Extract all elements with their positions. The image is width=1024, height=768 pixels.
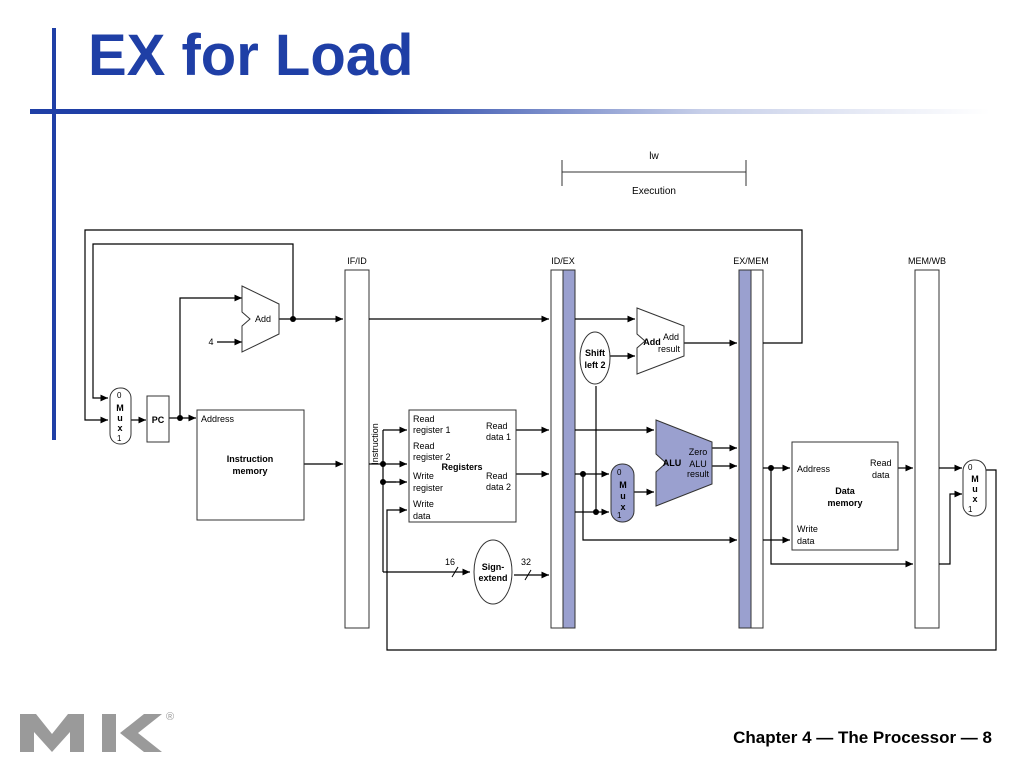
svg-text:Shift: Shift bbox=[585, 348, 605, 358]
svg-text:1: 1 bbox=[617, 511, 622, 520]
sign-extend-output-width: 32 bbox=[521, 557, 531, 567]
svg-text:u: u bbox=[620, 491, 626, 501]
svg-text:Read: Read bbox=[486, 421, 508, 431]
stage-instruction-label: lw bbox=[649, 151, 659, 162]
publisher-logo: ® bbox=[20, 711, 174, 752]
svg-text:M: M bbox=[971, 474, 979, 484]
svg-text:data: data bbox=[413, 511, 431, 521]
ex-mem-label: EX/MEM bbox=[733, 256, 769, 266]
pc-mux: 0 M u x 1 bbox=[109, 387, 132, 445]
svg-text:Add: Add bbox=[663, 332, 679, 342]
program-counter: PC bbox=[146, 395, 170, 443]
svg-text:x: x bbox=[117, 423, 122, 433]
svg-text:ALU: ALU bbox=[663, 458, 682, 468]
svg-text:register 2: register 2 bbox=[413, 452, 451, 462]
register-file: Read register 1 Read register 2 Write re… bbox=[408, 409, 517, 523]
alu-source-mux: 0 M u x 1 bbox=[610, 463, 635, 523]
svg-text:Read: Read bbox=[870, 458, 892, 468]
svg-text:M: M bbox=[116, 403, 124, 413]
svg-text:Write: Write bbox=[413, 499, 434, 509]
svg-text:memory: memory bbox=[232, 466, 267, 476]
instruction-memory: Address Instruction memory bbox=[196, 409, 305, 521]
svg-text:register 1: register 1 bbox=[413, 425, 451, 435]
svg-text:Write: Write bbox=[413, 471, 434, 481]
title-underline bbox=[30, 109, 990, 114]
svg-text:0: 0 bbox=[968, 463, 973, 472]
slide-title: EX for Load bbox=[88, 23, 414, 88]
svg-text:Read: Read bbox=[486, 471, 508, 481]
ex-mem-highlight bbox=[738, 269, 752, 629]
id-ex-label: ID/EX bbox=[551, 256, 575, 266]
svg-text:x: x bbox=[620, 502, 625, 512]
svg-text:Zero: Zero bbox=[689, 447, 708, 457]
svg-text:u: u bbox=[972, 484, 978, 494]
svg-text:result: result bbox=[658, 344, 681, 354]
mem-wb-register bbox=[914, 269, 940, 629]
svg-text:Read: Read bbox=[413, 441, 435, 451]
svg-text:Registers: Registers bbox=[441, 462, 482, 472]
stage-marker: lw Execution bbox=[561, 151, 747, 197]
svg-text:Instruction: Instruction bbox=[227, 454, 274, 464]
branch-adder: Add Add result bbox=[636, 307, 685, 375]
svg-text:data 1: data 1 bbox=[486, 432, 511, 442]
svg-text:ALU: ALU bbox=[689, 459, 707, 469]
id-ex-highlight bbox=[562, 269, 576, 629]
svg-text:data: data bbox=[872, 470, 890, 480]
svg-text:Add: Add bbox=[255, 314, 271, 324]
slide-accent-bar bbox=[52, 28, 56, 440]
if-id-label: IF/ID bbox=[347, 256, 367, 266]
svg-text:extend: extend bbox=[478, 573, 507, 583]
stage-name-label: Execution bbox=[632, 186, 676, 197]
svg-text:Address: Address bbox=[201, 414, 235, 424]
svg-text:result: result bbox=[687, 469, 710, 479]
svg-text:Read: Read bbox=[413, 414, 435, 424]
shift-left-2-unit: Shift left 2 bbox=[579, 331, 611, 385]
if-id-register bbox=[344, 269, 370, 629]
datapath-wires bbox=[84, 229, 997, 651]
svg-text:data 2: data 2 bbox=[486, 482, 511, 492]
svg-text:x: x bbox=[972, 494, 977, 504]
instruction-field-label: Instruction bbox=[370, 423, 380, 465]
svg-text:Write: Write bbox=[797, 524, 818, 534]
svg-text:M: M bbox=[619, 480, 627, 490]
svg-text:data: data bbox=[797, 536, 815, 546]
svg-text:0: 0 bbox=[117, 391, 122, 400]
data-memory: Address Read data Write data Data memory bbox=[791, 441, 899, 551]
alu: ALU Zero ALU result bbox=[655, 419, 713, 507]
svg-text:u: u bbox=[117, 413, 123, 423]
svg-text:Address: Address bbox=[797, 464, 831, 474]
svg-text:1: 1 bbox=[117, 434, 122, 443]
sign-extend-input-width: 16 bbox=[445, 557, 455, 567]
registered-mark: ® bbox=[166, 711, 174, 723]
svg-text:0: 0 bbox=[617, 468, 622, 477]
wire-junctions bbox=[177, 316, 774, 515]
svg-text:register: register bbox=[413, 483, 443, 493]
svg-text:Sign-: Sign- bbox=[482, 562, 505, 572]
slide-footer: Chapter 4 — The Processor — 8 bbox=[733, 728, 992, 747]
writeback-mux: 0 M u x 1 bbox=[962, 459, 987, 517]
svg-text:PC: PC bbox=[152, 415, 165, 425]
mem-wb-label: MEM/WB bbox=[908, 256, 946, 266]
svg-text:Data: Data bbox=[835, 486, 856, 496]
constant-four: 4 bbox=[208, 337, 213, 347]
svg-text:1: 1 bbox=[968, 505, 973, 514]
pc-adder: Add 4 bbox=[208, 285, 280, 353]
svg-text:left 2: left 2 bbox=[584, 360, 605, 370]
svg-text:Add: Add bbox=[643, 337, 661, 347]
sign-extend-unit: Sign- extend 16 32 bbox=[445, 539, 532, 605]
svg-text:memory: memory bbox=[827, 498, 862, 508]
